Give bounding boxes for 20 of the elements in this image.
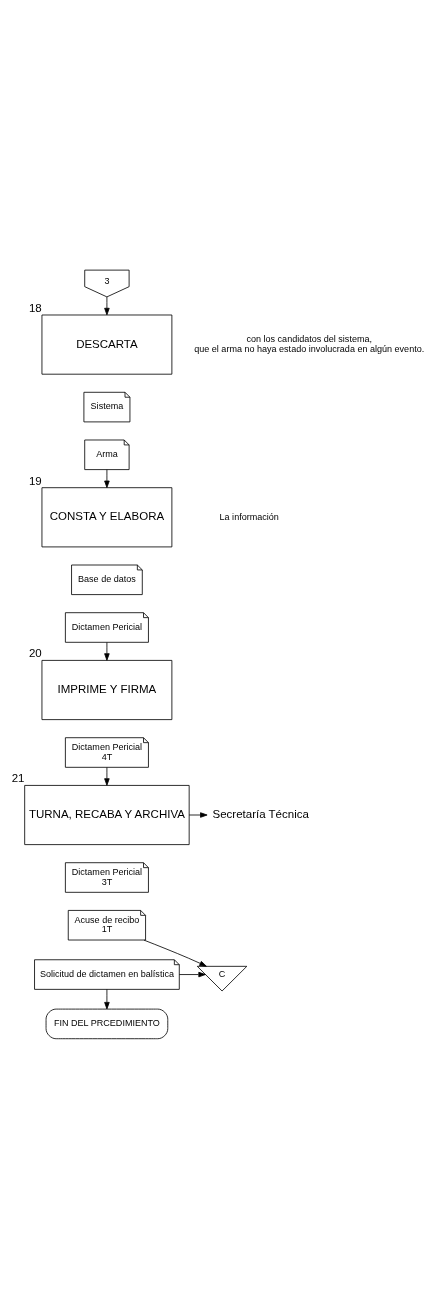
node-box: DESCARTA bbox=[41, 314, 173, 375]
node-box: CONSTA Y ELABORA bbox=[41, 487, 173, 548]
arrow bbox=[104, 767, 110, 786]
arrow bbox=[104, 989, 110, 1010]
arrow bbox=[188, 812, 208, 818]
node-label: 19 bbox=[28, 474, 42, 487]
node-box: TURNA, RECABA Y ARCHIVA bbox=[24, 785, 190, 846]
node-label: 18 bbox=[28, 301, 42, 314]
label: con los candidatos del sistema, que el arma no haya estado involucrada en algún evento. bbox=[194, 333, 425, 354]
node-label: 21 bbox=[11, 772, 25, 785]
node-box: IMPRIME Y FIRMA bbox=[41, 660, 173, 721]
arrow bbox=[104, 469, 110, 488]
node-box: FIN DEL PRCEDIMIENTO bbox=[45, 1008, 169, 1040]
arrow bbox=[104, 642, 110, 661]
label: La información bbox=[219, 511, 279, 522]
arrow bbox=[143, 939, 207, 967]
arrow bbox=[104, 296, 110, 316]
node-text: Secretaría Técnica bbox=[212, 808, 309, 821]
arrow bbox=[178, 971, 206, 978]
node-label: 20 bbox=[28, 647, 42, 660]
